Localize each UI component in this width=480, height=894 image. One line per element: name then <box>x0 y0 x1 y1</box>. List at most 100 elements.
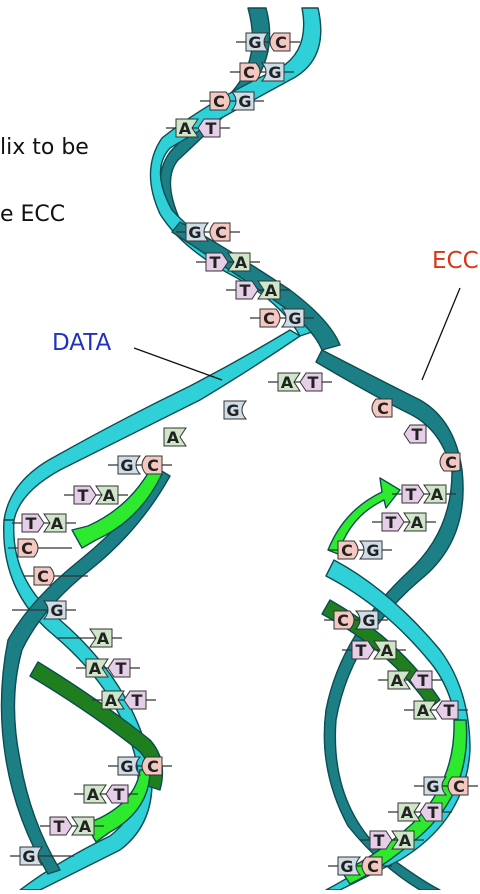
right-new-strand-arrow-lower <box>341 719 468 885</box>
base-g: G <box>337 856 362 876</box>
svg-text:C: C <box>263 309 275 328</box>
base-a: A <box>227 252 251 272</box>
base-a: A <box>413 700 437 720</box>
base-t: T <box>105 784 129 804</box>
base-a: A <box>89 628 113 648</box>
base-t: T <box>401 484 425 504</box>
base-c: C <box>141 756 163 776</box>
svg-text:G: G <box>288 309 301 328</box>
loose-base-g: G <box>223 400 248 420</box>
base-c: C <box>209 222 231 242</box>
loose-base-c: C <box>439 452 461 472</box>
base-c: C <box>269 32 291 52</box>
right-new-strand-arrow-upper <box>327 477 401 555</box>
svg-text:T: T <box>428 803 439 822</box>
svg-text:G: G <box>120 456 133 475</box>
base-a: A <box>387 670 411 690</box>
svg-text:T: T <box>206 119 217 138</box>
intro-text-line-1: lix to be <box>0 135 89 160</box>
data-strand-label: DATA <box>52 330 112 356</box>
loose-base-c: C <box>371 398 393 418</box>
svg-text:C: C <box>147 757 159 776</box>
left-base-pair: G <box>12 600 76 620</box>
base-a: A <box>71 816 95 836</box>
svg-text:A: A <box>87 785 100 804</box>
base-t: T <box>73 485 97 505</box>
svg-text:T: T <box>308 373 319 392</box>
svg-text:A: A <box>235 253 248 272</box>
base-t: T <box>205 252 229 272</box>
svg-text:G: G <box>426 777 439 796</box>
base-c: C <box>337 540 359 560</box>
base-a: A <box>277 372 301 392</box>
base-t: T <box>369 830 393 850</box>
left-base-pair: C <box>8 538 72 558</box>
svg-text:T: T <box>116 659 127 678</box>
base-a: A <box>403 512 427 532</box>
base-g: G <box>245 32 270 52</box>
left-base-pair: A <box>58 628 122 648</box>
base-g: G <box>185 222 210 242</box>
svg-text:T: T <box>412 425 423 444</box>
svg-text:A: A <box>401 803 414 822</box>
base-c: C <box>361 856 383 876</box>
svg-text:G: G <box>50 601 63 620</box>
svg-text:C: C <box>147 456 159 475</box>
left-base-pair: C <box>24 566 88 586</box>
left-new-strand-arrow-upper <box>71 469 163 549</box>
svg-text:T: T <box>114 785 125 804</box>
svg-text:C: C <box>453 777 465 796</box>
svg-text:A: A <box>265 281 278 300</box>
ecc-label-pointer <box>421 287 461 381</box>
base-a: A <box>175 118 199 138</box>
base-t: T <box>419 802 443 822</box>
intro-text-line-2: e ECC <box>0 202 66 227</box>
svg-text:T: T <box>240 281 251 300</box>
svg-text:G: G <box>120 757 133 776</box>
svg-text:A: A <box>281 373 294 392</box>
svg-text:A: A <box>431 485 444 504</box>
svg-text:C: C <box>445 453 457 472</box>
svg-text:C: C <box>367 857 379 876</box>
svg-text:T: T <box>54 817 65 836</box>
svg-text:T: T <box>210 253 221 272</box>
base-a: A <box>43 513 67 533</box>
base-a: A <box>373 640 397 660</box>
svg-text:C: C <box>341 541 353 560</box>
svg-text:T: T <box>132 691 143 710</box>
svg-text:A: A <box>411 513 424 532</box>
svg-text:T: T <box>356 641 367 660</box>
base-a: A <box>391 830 415 850</box>
left-base-pair: G <box>10 846 74 866</box>
svg-text:G: G <box>238 92 251 111</box>
svg-text:G: G <box>226 401 239 420</box>
loose-base-t: T <box>403 424 427 444</box>
svg-text:A: A <box>179 119 192 138</box>
svg-text:A: A <box>167 428 180 447</box>
svg-text:G: G <box>22 847 35 866</box>
svg-text:T: T <box>26 514 37 533</box>
svg-text:C: C <box>377 399 389 418</box>
base-g: G <box>19 846 44 866</box>
base-a: A <box>397 802 421 822</box>
svg-text:C: C <box>213 92 225 111</box>
base-c: C <box>239 62 261 82</box>
base-t: T <box>409 670 433 690</box>
svg-text:A: A <box>79 817 92 836</box>
data-label-pointer <box>133 347 223 381</box>
svg-text:C: C <box>215 223 227 242</box>
